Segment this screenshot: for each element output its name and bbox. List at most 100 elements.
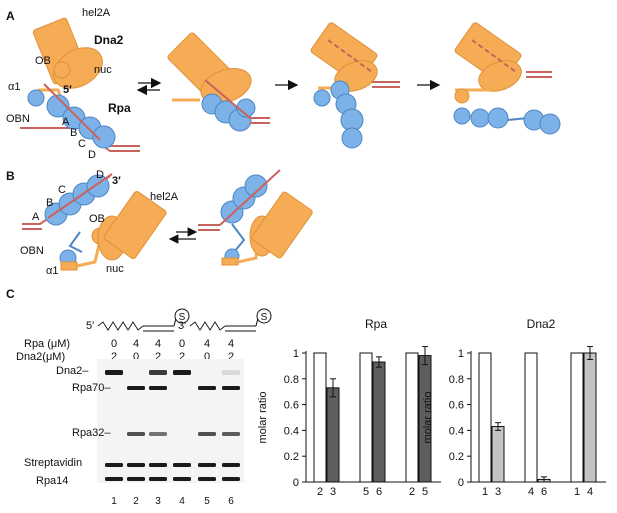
obn-domain — [27, 89, 45, 107]
label-nuc: nuc — [94, 64, 112, 76]
rpa-conc-value: 4 — [204, 338, 210, 350]
ob-domain — [53, 61, 71, 79]
gel-band-strep-bottom — [127, 477, 145, 481]
streptavidin-letter: S — [261, 312, 268, 323]
panel-a-state-1: hel2A Dna2 OB nuc α1 5′ Rpa OBN A B C D — [6, 7, 140, 161]
gel-band-strep-top — [149, 463, 167, 467]
dna-inside-dashed — [327, 39, 373, 73]
dna2-conc-value: 2 — [179, 351, 185, 363]
panel-c-letter: C — [6, 287, 15, 301]
label-hel2a: hel2A — [150, 191, 179, 203]
band-label-dna2: Dna2– — [56, 365, 89, 377]
gel-band-rpa32 — [198, 432, 216, 436]
rpa-conc-value: 4 — [133, 338, 139, 350]
lane-number: 3 — [155, 496, 161, 507]
rpa-linker — [231, 223, 246, 253]
bar — [570, 352, 584, 483]
gel-band-rpa32 — [222, 432, 240, 436]
bar — [326, 387, 340, 483]
label-nuc: nuc — [106, 263, 124, 275]
x-tick-label: 5 — [363, 486, 369, 498]
x-tick-label: 4 — [587, 486, 593, 498]
x-tick-label: 2 — [409, 486, 415, 498]
x-tick-label: 2 — [317, 486, 323, 498]
substrate-schematic-5prime: 5′ S — [86, 308, 190, 332]
alpha1-helix — [454, 88, 470, 104]
dna2-conc-value: 0 — [133, 351, 139, 363]
gel-bands — [105, 370, 240, 481]
label-rpa: Rpa — [108, 101, 131, 115]
x-tick-label: 3 — [330, 486, 336, 498]
alpha1-helix — [60, 261, 78, 271]
label-c: C — [78, 138, 86, 150]
band-label-streptavidin: Streptavidin — [24, 457, 82, 469]
gel-band-strep-bottom — [149, 477, 167, 481]
gel-band-strep-top — [198, 463, 216, 467]
x-tick-label: 1 — [574, 486, 580, 498]
gel-band-rpa70 — [198, 386, 216, 390]
gel-image — [97, 359, 244, 483]
ssdna-tail — [189, 321, 226, 331]
gel-band-dna2 — [222, 370, 240, 375]
nuc-domain — [53, 47, 103, 89]
band-label-rpa14: Rpa14 — [36, 475, 68, 487]
panel-a-letter: A — [6, 9, 15, 23]
bar — [524, 352, 538, 483]
label-five-prime: 5′ — [63, 84, 72, 96]
label-b: B — [70, 127, 77, 139]
band-label-rpa70: Rpa70– — [72, 382, 111, 394]
dna2-conc-value: 2 — [228, 351, 234, 363]
lane-number: 1 — [111, 496, 117, 507]
rpa-linker — [68, 231, 83, 253]
gel-band-strep-bottom — [105, 477, 123, 481]
label-obn: OBN — [6, 113, 30, 125]
gel-band-rpa32 — [127, 432, 145, 436]
dsdna-region — [225, 325, 256, 332]
gel-band-dna2 — [173, 370, 191, 375]
rpa-domain — [453, 107, 471, 125]
band-label-rpa32: Rpa32– — [72, 427, 111, 439]
bar — [405, 352, 419, 483]
gel-band-rpa32 — [149, 432, 167, 436]
streptavidin-letter: S — [179, 312, 186, 323]
linker — [76, 239, 102, 268]
label-d: D — [88, 149, 96, 161]
panel-a-state-4 — [453, 22, 561, 135]
label-a: A — [62, 116, 70, 128]
y-axis-label: molar ratio — [257, 392, 269, 444]
lane-number: 6 — [228, 496, 234, 507]
lane-number: 5 — [204, 496, 210, 507]
gel-band-rpa70 — [127, 386, 145, 390]
panel-a-state-2 — [167, 32, 270, 132]
gel-band-strep-top — [105, 463, 123, 467]
x-tick-label: 3 — [495, 486, 501, 498]
x-tick-label: 6 — [541, 486, 547, 498]
y-tick-label: 0 — [458, 477, 464, 489]
y-tick-label: 0.2 — [449, 451, 464, 463]
bar — [583, 352, 597, 483]
streptavidin-icon — [174, 308, 190, 324]
label-alpha1: α1 — [46, 265, 58, 277]
y-tick-label: 0.8 — [449, 374, 464, 386]
substrate-end-5prime: 5′ — [86, 320, 94, 332]
rpa-domain — [470, 108, 490, 128]
y-tick-label: 0.4 — [284, 425, 299, 437]
label-c: C — [58, 184, 66, 196]
y-tick-label: 0.8 — [284, 374, 299, 386]
dna-inside-dashed — [471, 39, 517, 73]
lane-number: 2 — [133, 496, 139, 507]
label-obn: OBN — [20, 245, 44, 257]
rpa-conc-value: 4 — [228, 338, 234, 350]
bar — [313, 352, 327, 483]
x-tick-label: 1 — [482, 486, 488, 498]
bar — [372, 361, 386, 483]
hel2a-domain — [103, 191, 167, 259]
x-tick-label: 6 — [376, 486, 382, 498]
dna-strand-top — [204, 79, 270, 119]
y-tick-label: 0.2 — [284, 451, 299, 463]
gel-band-strep-top — [127, 463, 145, 467]
